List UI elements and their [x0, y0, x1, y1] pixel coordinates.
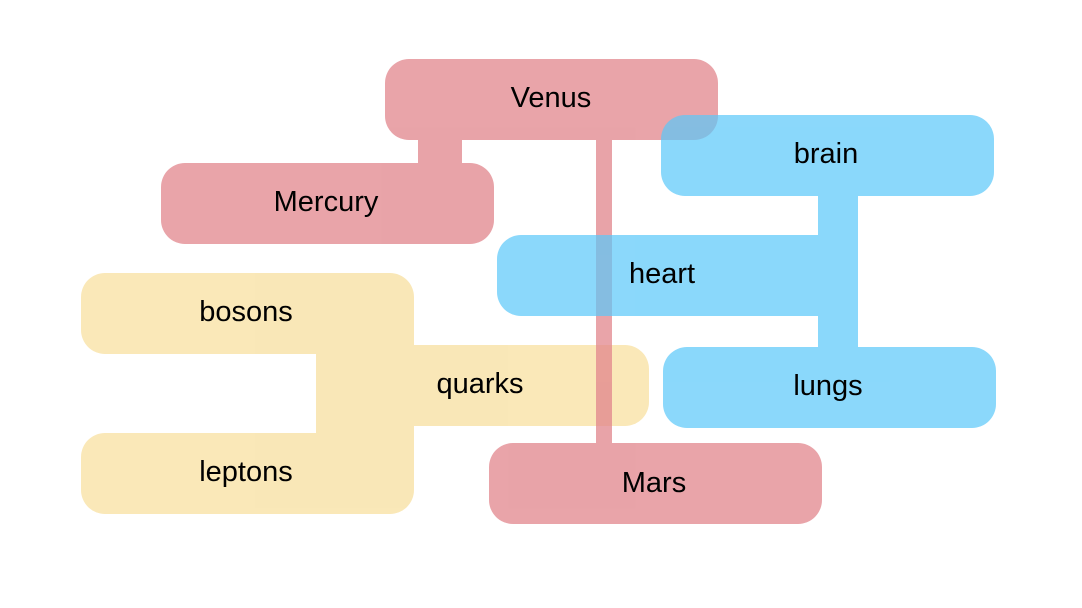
mercury-label: Mercury: [274, 186, 379, 218]
brain-label: brain: [794, 138, 859, 170]
particles-group: [81, 273, 649, 514]
particles-connector: [394, 330, 414, 350]
planets-group: [161, 59, 822, 524]
organs-connector: [818, 190, 858, 352]
brain-node[interactable]: [661, 115, 994, 196]
heart-node[interactable]: [497, 235, 857, 316]
venus-label: Venus: [511, 82, 592, 114]
mercury-node[interactable]: [161, 163, 494, 244]
bosons-label: bosons: [199, 296, 293, 328]
lungs-label: lungs: [793, 370, 862, 402]
particles-connector: [316, 300, 414, 480]
leptons-label: leptons: [199, 456, 293, 488]
quarks-label: quarks: [436, 368, 523, 400]
mars-node[interactable]: [489, 443, 822, 524]
organs-group: [497, 115, 996, 428]
mars-label: Mars: [622, 467, 686, 499]
venus-mercury-connector: [418, 138, 462, 166]
lungs-node[interactable]: [663, 347, 996, 428]
heart-label: heart: [629, 258, 695, 290]
venus-node[interactable]: [385, 59, 718, 140]
